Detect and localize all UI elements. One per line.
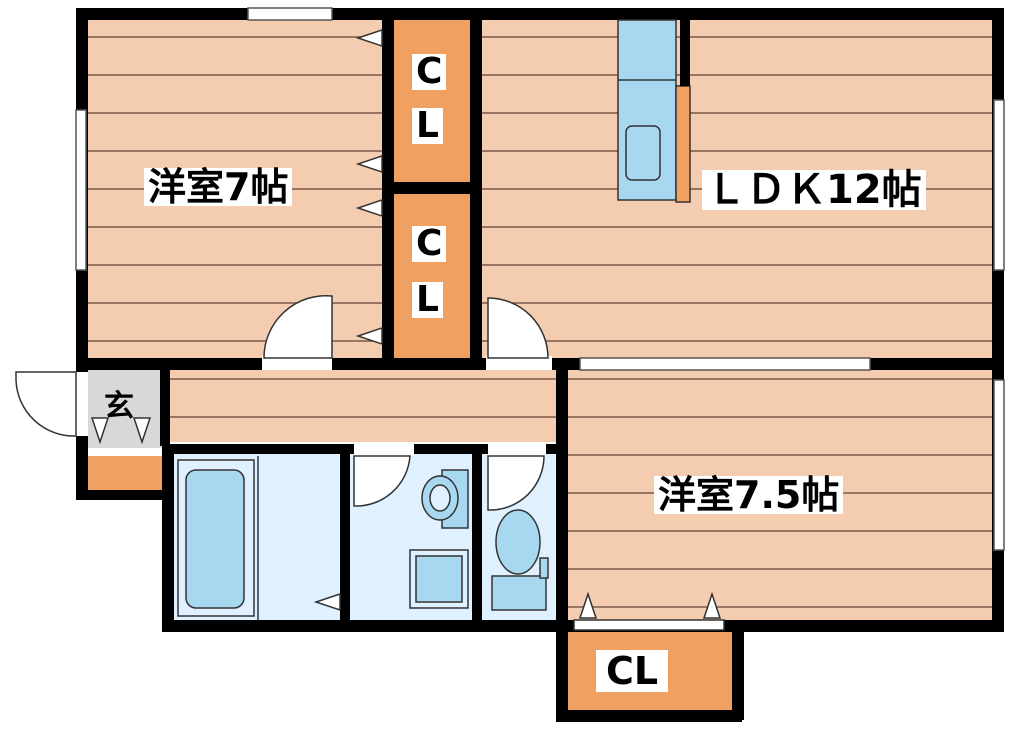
room-label-ldk: ＬＤＫ12帖 (702, 170, 926, 210)
door-swing-icon (15, 294, 552, 511)
washing-machine-icon (409, 549, 469, 609)
closet-lower (394, 194, 470, 358)
entrance-step-markers (90, 417, 152, 445)
room-label-western-7: 洋室7帖 (144, 168, 293, 206)
shoe-cabinet (86, 456, 162, 490)
closet-label-upper-l: L (412, 108, 443, 144)
toilet-icon (491, 509, 549, 611)
closet-label-bottom: CL (596, 650, 669, 692)
closet-bottom-frame (573, 619, 725, 631)
closet-door-markers (313, 28, 722, 619)
bathtub-icon (177, 456, 259, 620)
closet-label-lower-c: C (412, 226, 447, 262)
closet-upper (394, 20, 470, 182)
washbasin-icon (421, 469, 469, 529)
hallway-floor (165, 370, 557, 442)
closet-label-upper-c: C (412, 54, 447, 90)
window-icon (75, 7, 1005, 551)
kitchen-sink-icon (617, 19, 691, 203)
room-label-western-7-5: 洋室7.5帖 (654, 476, 844, 514)
room-label-entrance: 玄 (104, 389, 134, 424)
closet-label-lower-l: L (412, 282, 443, 318)
